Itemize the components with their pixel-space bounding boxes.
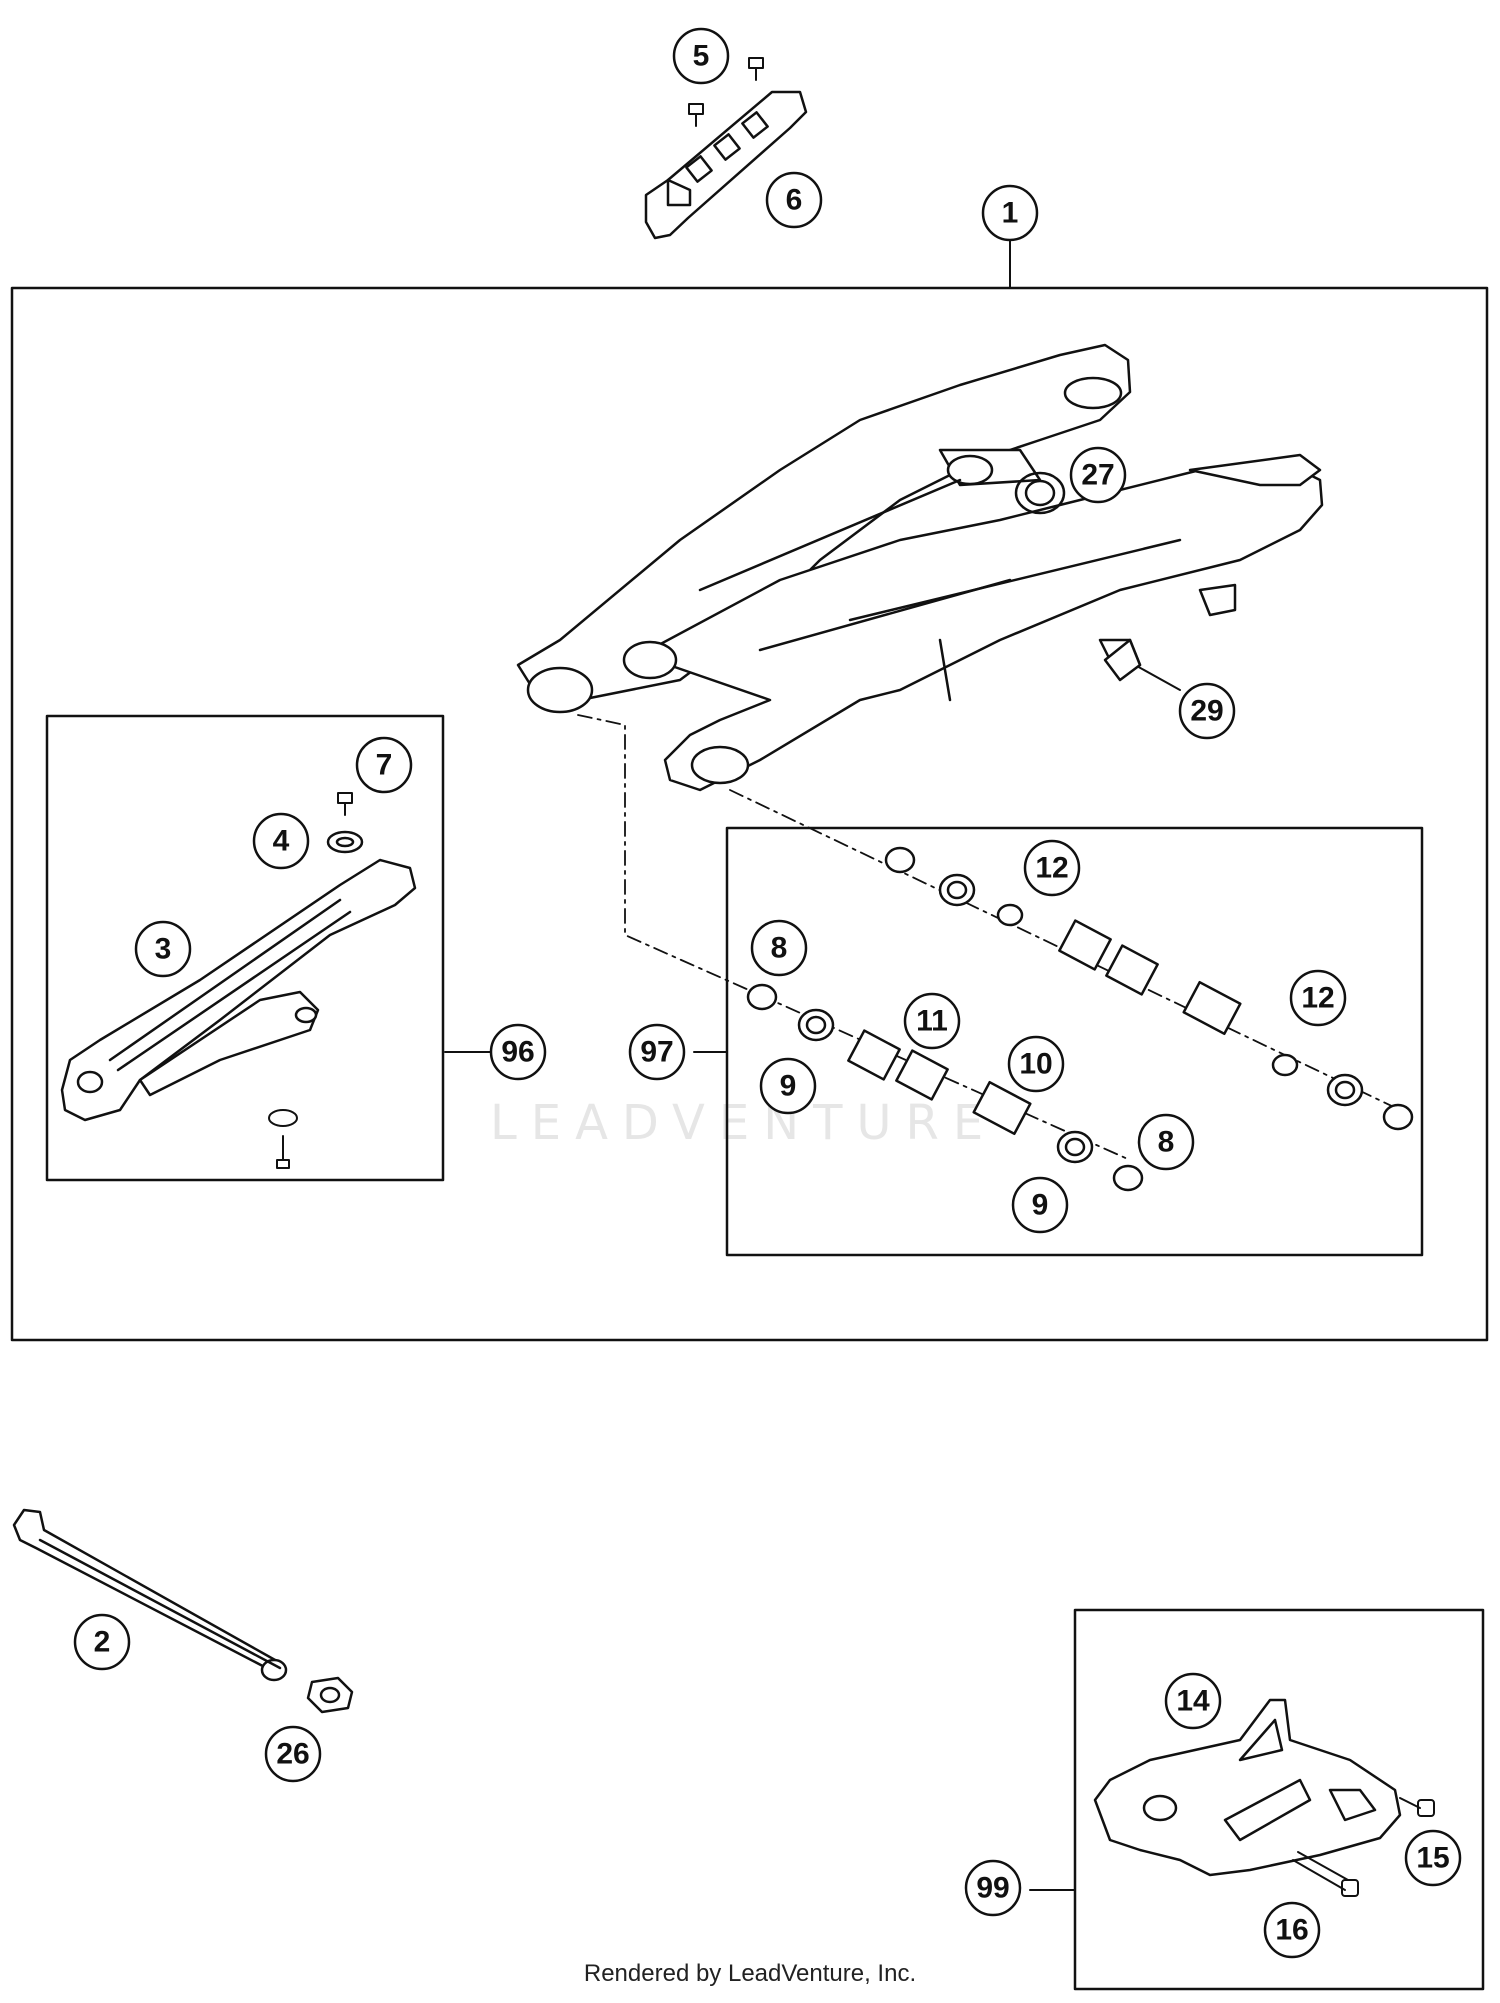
callout-97: 97 (628, 1023, 686, 1081)
callout-8a: 8 (750, 919, 808, 977)
watermark: LEADVENTURE (490, 1095, 998, 1151)
svg-text:8: 8 (1158, 1126, 1175, 1159)
callout-26: 26 (264, 1725, 322, 1783)
swingarm-part-1 (516, 343, 1324, 792)
svg-text:8: 8 (771, 932, 788, 965)
swingarm-pivot-axle-part-2 (12, 1508, 288, 1682)
svg-text:2: 2 (94, 1626, 111, 1659)
svg-text:1: 1 (1002, 197, 1019, 230)
screw-part-5 (688, 57, 764, 127)
svg-text:12: 12 (1301, 982, 1334, 1015)
callout-15: 15 (1404, 1829, 1462, 1887)
svg-text:15: 15 (1416, 1842, 1449, 1875)
callout-1: 1 (981, 184, 1039, 242)
nut-part-26 (306, 1676, 354, 1714)
callout-4: 4 (252, 812, 310, 870)
chain-sliding-guard-part-3 (60, 858, 417, 1122)
svg-text:3: 3 (155, 933, 172, 966)
svg-text:27: 27 (1081, 459, 1114, 492)
svg-text:99: 99 (976, 1872, 1009, 1905)
leader-lines (444, 239, 1181, 1891)
bearing-kit-frame (725, 826, 1424, 1257)
render-credit-footer: Rendered by LeadVenture, Inc. (583, 1960, 917, 1987)
bolt-part-15 (1399, 1797, 1435, 1817)
chain-sliding-piece-part-6 (644, 90, 808, 240)
svg-text:29: 29 (1190, 695, 1223, 728)
seal-ring-part-27 (1014, 471, 1066, 515)
svg-text:10: 10 (1019, 1048, 1052, 1081)
svg-text:16: 16 (1275, 1914, 1308, 1947)
callout-29: 29 (1178, 682, 1236, 740)
bolt-part-16 (1292, 1851, 1359, 1897)
callout-96: 96 (489, 1023, 547, 1081)
callout-6: 6 (765, 171, 823, 229)
screw-part-7 (337, 792, 353, 816)
svg-text:11: 11 (916, 1005, 948, 1038)
svg-text:9: 9 (780, 1070, 797, 1103)
callout-14: 14 (1164, 1672, 1222, 1730)
callout-12b: 12 (1289, 969, 1347, 1027)
svg-text:96: 96 (501, 1036, 534, 1069)
callout-7: 7 (355, 736, 413, 794)
svg-text:6: 6 (786, 184, 803, 217)
small-washer-screw (268, 1109, 298, 1169)
washer-part-4 (326, 830, 364, 854)
svg-text:9: 9 (1032, 1189, 1049, 1222)
bearing-kit-parts (746, 846, 1414, 1192)
callout-3: 3 (134, 920, 192, 978)
chain-guide-kit-frame (1073, 1608, 1485, 1991)
callout-12a: 12 (1023, 839, 1081, 897)
svg-text:7: 7 (376, 749, 393, 782)
svg-text:14: 14 (1176, 1685, 1210, 1718)
callout-5: 5 (672, 27, 730, 85)
callout-10: 10 (1007, 1035, 1065, 1093)
swingarm-assembly-frame (10, 286, 1489, 1342)
bracket-part-29 (1103, 638, 1142, 682)
callout-9a: 9 (759, 1057, 817, 1115)
svg-text:5: 5 (693, 40, 710, 73)
svg-text:12: 12 (1035, 852, 1068, 885)
svg-text:97: 97 (640, 1036, 673, 1069)
callout-11: 11 (903, 992, 961, 1050)
callout-99: 99 (964, 1859, 1022, 1917)
callout-8b: 8 (1137, 1113, 1195, 1171)
svg-text:26: 26 (276, 1738, 309, 1771)
callout-16: 16 (1263, 1901, 1321, 1959)
callout-2: 2 (73, 1613, 131, 1671)
svg-text:4: 4 (273, 825, 290, 858)
callout-9b: 9 (1011, 1176, 1069, 1234)
chain-slider-kit-frame (45, 714, 445, 1182)
callout-27: 27 (1069, 446, 1127, 504)
chain-guide-part-14 (1093, 1698, 1402, 1877)
